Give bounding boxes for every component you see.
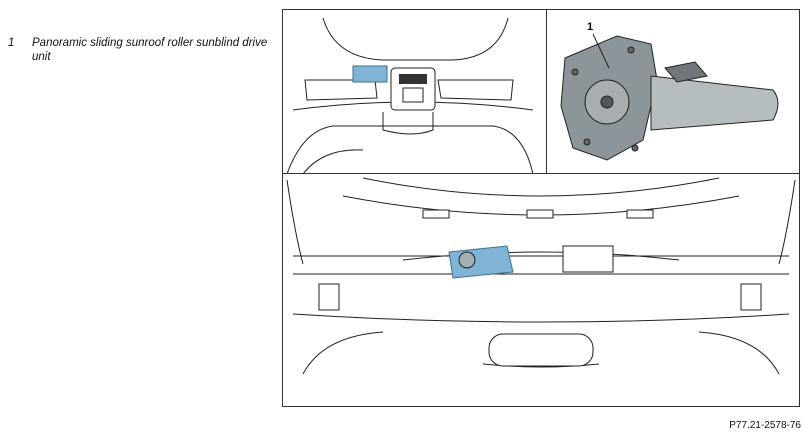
detail-panel: 1 — [547, 10, 799, 174]
legend-item-number: 1 — [8, 37, 15, 49]
figure-reference: P77.21-2578-76 — [729, 420, 801, 431]
drive-unit-highlight — [448, 245, 514, 279]
callout-label: 1 — [587, 21, 593, 33]
overview-panel — [283, 10, 547, 174]
illustration-frame: 1 — [282, 9, 800, 407]
legend-item-text: Panoramic sliding sunroof roller sunblin… — [32, 37, 268, 63]
overview-illustration — [286, 17, 534, 173]
drive-unit-detail: 1 — [560, 21, 779, 161]
roof-liner-illustration — [286, 177, 796, 375]
highlight-region — [352, 65, 388, 83]
roof-liner-panel — [283, 174, 799, 406]
